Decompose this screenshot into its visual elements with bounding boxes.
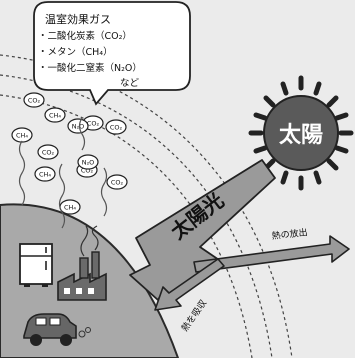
gas-molecule-label: CO₂ — [42, 149, 55, 157]
gas-molecule-label: CO₂ — [110, 124, 123, 132]
gas-molecule-label: CH₄ — [64, 204, 76, 212]
atmosphere-layers — [0, 54, 293, 358]
heat-wave — [78, 117, 86, 151]
gas-molecule: CH₄ — [59, 199, 81, 215]
sun-rays — [248, 75, 354, 191]
heat-wave — [100, 167, 108, 217]
heat-waves — [18, 117, 108, 229]
gas-molecule: CH₄ — [44, 107, 66, 123]
gas-molecule-label: CH₄ — [39, 171, 51, 179]
sun-disc — [263, 95, 339, 171]
gas-molecule: CO₂ — [37, 144, 59, 160]
sun: 太陽 — [248, 75, 354, 191]
bubble-item-co2: ・二酸化炭素（CO₂） — [38, 30, 132, 42]
smoke — [91, 225, 99, 251]
gas-molecule: CO₂ — [105, 119, 127, 135]
heat-wave — [18, 140, 26, 206]
gas-molecule: CO₂ — [106, 174, 128, 190]
refrigerator-icon — [19, 243, 53, 287]
heat-absorb-label: 熱を吸収 — [179, 297, 209, 333]
smoke — [80, 225, 89, 257]
gas-molecule-label: CO₂ — [81, 167, 94, 175]
gas-molecule-label: CO₂ — [111, 179, 124, 187]
gas-molecule-label: N₂O — [82, 159, 95, 167]
gas-molecule-label: CH₄ — [16, 132, 28, 140]
atmosphere-arc-middle — [0, 74, 273, 358]
gas-molecule: CH₄ — [34, 166, 56, 182]
car-icon — [23, 313, 91, 346]
heat-release-label: 熱の放出 — [271, 226, 308, 242]
heat-absorb-arrow-body — [154, 258, 225, 311]
bubble-footer: など — [120, 78, 140, 89]
heat-wave — [58, 163, 66, 229]
gas-molecule: CH₄ — [11, 127, 33, 143]
greenhouse-gas-bubble: 温室効果ガス ・二酸化炭素（CO₂） ・メタン（CH₄） ・一酸化二窒素（N₂O… — [33, 1, 191, 106]
gas-molecule-label: CO₂ — [87, 120, 100, 128]
bubble-outline — [33, 1, 191, 106]
gas-molecule-label: CO₂ — [28, 97, 41, 105]
atmosphere-arc-outer — [0, 54, 293, 358]
factory-icon — [57, 225, 107, 301]
gas-molecule-label: N₂O — [72, 123, 85, 131]
gas-molecule: N₂O — [77, 154, 99, 170]
bubble-item-n2o: ・一酸化二窒素（N₂O） — [38, 62, 142, 74]
atmosphere-arc-inner — [0, 94, 253, 358]
gas-molecule: N₂O — [67, 118, 89, 134]
bubble-title: 温室効果ガス — [45, 12, 111, 26]
gas-molecule: CO₂ — [23, 92, 45, 108]
bubble-item-ch4: ・メタン（CH₄） — [38, 46, 113, 58]
sun-label: 太陽 — [279, 123, 323, 148]
gas-molecule-label: CH₄ — [49, 112, 61, 120]
